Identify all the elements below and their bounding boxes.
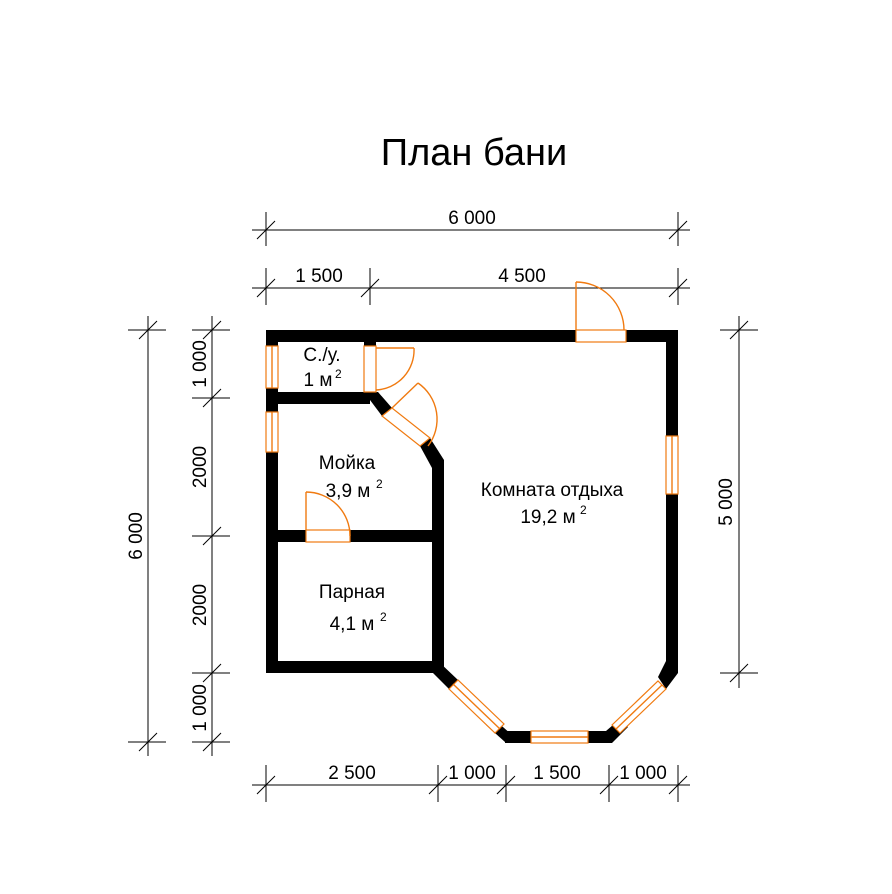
room-label-lounge: Комната отдыха 19,2 м 2	[481, 480, 624, 528]
wall-wc-right	[364, 336, 376, 346]
wall-lounge-divider	[432, 460, 444, 673]
room-steam-name: Парная	[319, 582, 385, 603]
dim-left-1: 1 000	[190, 340, 211, 388]
dim-top-left: 1 500	[295, 266, 343, 287]
room-wc-name: С./у.	[303, 345, 340, 366]
wall-top-right	[626, 330, 678, 342]
doors	[305, 281, 627, 543]
dim-left-3: 2000	[190, 584, 211, 626]
window-bay-bottom	[530, 730, 589, 744]
wall-steam-top-left	[266, 530, 306, 542]
top-dimension-chain: 6 000 1 500 4 500	[252, 208, 690, 305]
wall-steam-top-right	[350, 530, 444, 542]
room-wc-area: 1 м	[304, 370, 333, 391]
left-outer-dimension: 6 000	[126, 316, 166, 756]
room-steam-area-exp: 2	[380, 610, 387, 624]
dim-bottom-1: 2 500	[328, 763, 376, 784]
dim-left-4: 1 000	[190, 684, 211, 732]
dim-left-total: 6 000	[126, 512, 147, 560]
door-wc	[363, 345, 415, 393]
window-left-wc	[265, 345, 279, 389]
room-steam-area: 4,1 м	[330, 614, 375, 635]
plan-title: План бани	[381, 132, 567, 174]
room-label-wc: С./у. 1 м 2	[303, 345, 342, 391]
bottom-dimension-chain: 2 500 1 000 1 500 1 000	[252, 763, 690, 802]
window-right-lounge	[665, 435, 679, 495]
dim-right: 5 000	[716, 478, 737, 526]
wall-left-top	[266, 330, 278, 346]
room-lounge-name: Комната отдыха	[481, 480, 624, 501]
wall-diagonal-upper	[364, 392, 392, 416]
room-wc-area-exp: 2	[335, 367, 342, 381]
wall-bay-bottom-left	[505, 731, 531, 743]
dim-top-right: 4 500	[498, 266, 546, 287]
exterior-walls	[266, 330, 678, 743]
room-lounge-area-exp: 2	[580, 503, 587, 517]
room-label-washroom: Мойка 3,9 м 2	[319, 453, 383, 502]
room-label-steam: Парная 4,1 м 2	[319, 582, 387, 635]
dim-left-2: 2000	[190, 446, 211, 488]
dim-top-total: 6 000	[448, 208, 496, 229]
door-steam-room	[305, 491, 351, 543]
window-left-washroom	[265, 411, 279, 453]
windows	[265, 345, 679, 744]
dim-bottom-2: 1 000	[448, 763, 496, 784]
dim-bottom-3: 1 500	[533, 763, 581, 784]
dim-bottom-4: 1 000	[619, 763, 667, 784]
room-washroom-area: 3,9 м	[326, 481, 371, 502]
wall-right-lower	[666, 494, 678, 673]
wall-wc-bottom	[266, 392, 370, 404]
door-entrance	[575, 281, 627, 343]
window-bay-right	[611, 680, 667, 734]
wall-right-upper	[666, 330, 678, 436]
room-lounge-area: 19,2 м	[520, 507, 575, 528]
wall-bay-right-stub-top	[658, 661, 678, 689]
right-dimension: 5 000	[716, 316, 758, 688]
wall-top-left	[266, 330, 576, 342]
interior-walls	[266, 336, 444, 673]
wall-left-lower	[266, 452, 278, 673]
door-washroom	[381, 382, 438, 447]
window-bay-left	[448, 679, 505, 734]
room-washroom-area-exp: 2	[376, 477, 383, 491]
wall-bay-bottom-right	[588, 731, 612, 743]
room-washroom-name: Мойка	[319, 453, 376, 474]
wall-steam-bottom	[266, 661, 444, 673]
left-inner-dimension-chain: 1 000 2000 2000 1 000	[190, 316, 230, 756]
